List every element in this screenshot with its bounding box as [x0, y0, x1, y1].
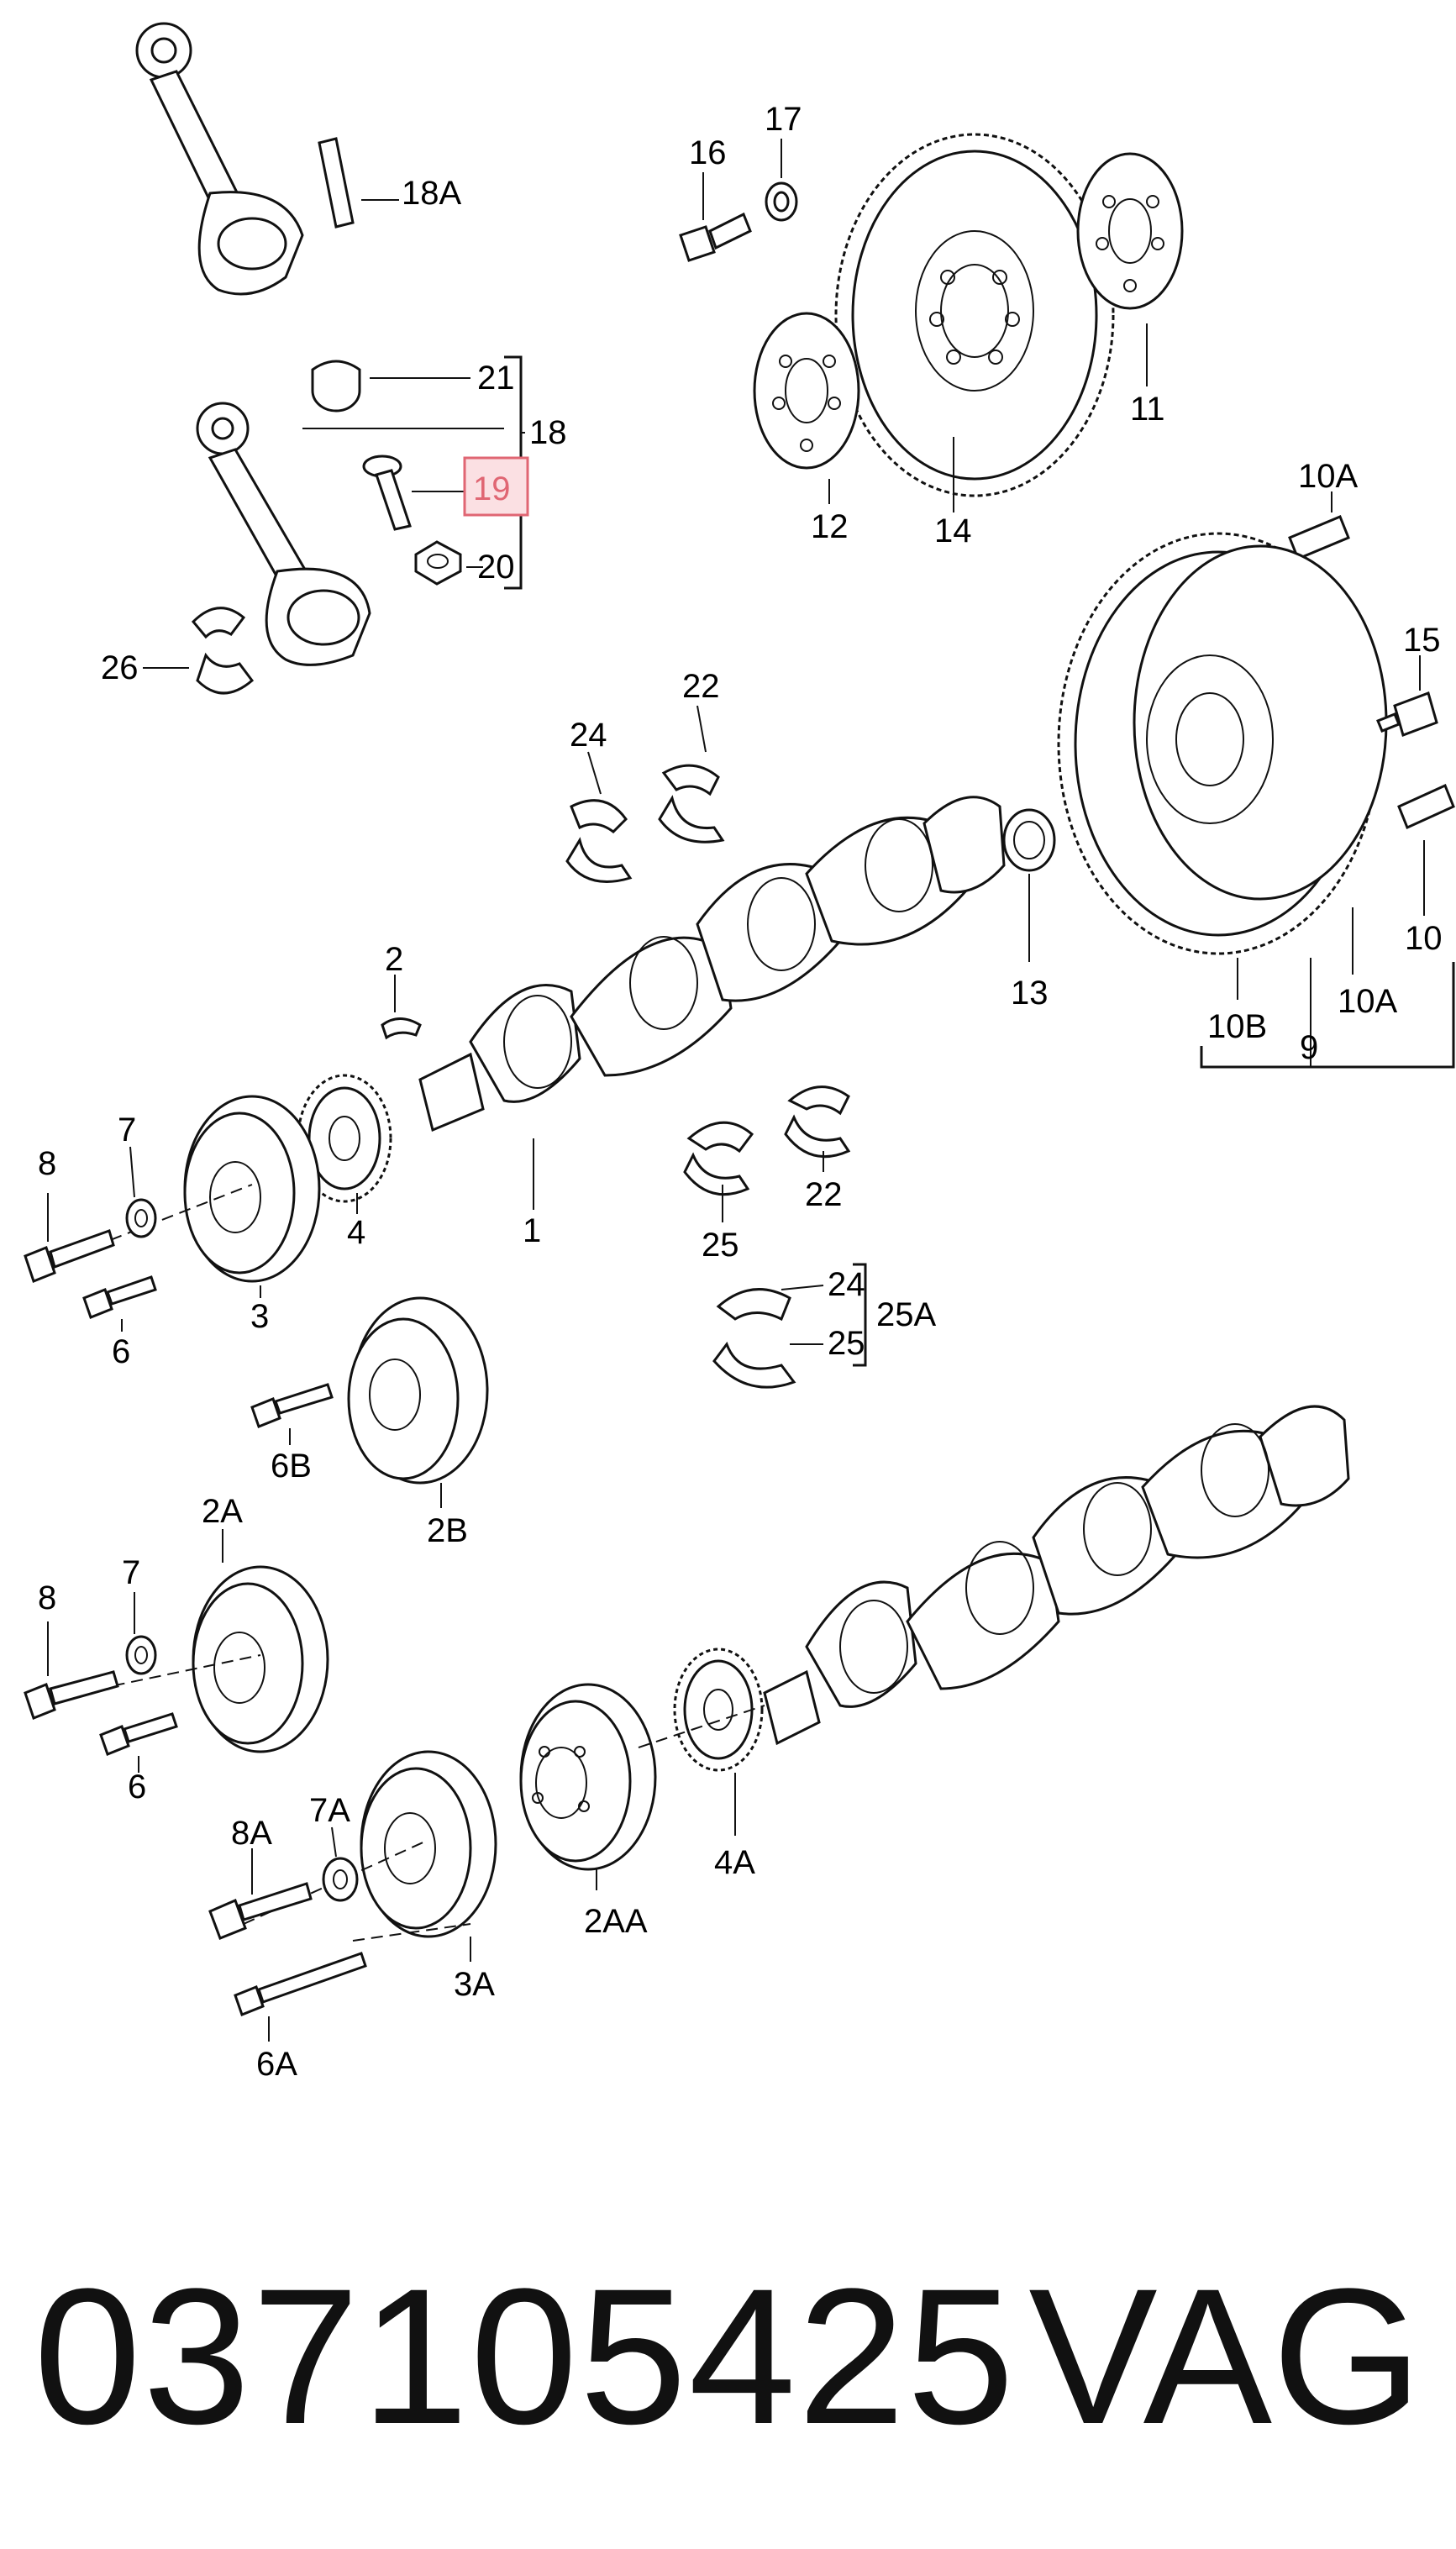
label-2: 2	[385, 941, 403, 978]
pulley-3-group	[24, 1095, 321, 1332]
label-6-bottom: 6	[128, 1769, 146, 1805]
label-7a: 7A	[309, 1792, 350, 1829]
label-7-bottom: 7	[122, 1554, 140, 1591]
label-17: 17	[765, 101, 802, 138]
pulley-2b-group	[250, 1296, 489, 1508]
sprocket-4a	[638, 1648, 765, 1836]
pulley-3a-group	[208, 1750, 497, 2042]
label-3a: 3A	[454, 1966, 495, 2003]
label-11: 11	[1130, 391, 1165, 428]
connecting-rod-top	[135, 22, 399, 296]
label-6-top: 6	[112, 1333, 130, 1370]
label-25-group: 25	[828, 1325, 865, 1362]
flywheel-group	[679, 133, 1184, 512]
drive-plate-group	[1002, 491, 1455, 1069]
label-1: 1	[523, 1212, 541, 1249]
label-10a-bottom: 10A	[1338, 983, 1397, 1020]
label-2b: 2B	[427, 1512, 468, 1549]
thrust-bearing-25a	[712, 1263, 867, 1389]
pulley-2a-group	[24, 1529, 329, 1773]
pulley-2aa	[519, 1683, 657, 1890]
label-3: 3	[250, 1298, 269, 1335]
label-7-top: 7	[118, 1112, 136, 1148]
bearing-shells-26	[143, 607, 255, 695]
crankshaft-lower	[763, 1405, 1350, 1746]
label-22-mid: 22	[805, 1176, 843, 1213]
exploded-parts-diagram: 18A 16 17 21 18 19 20 11 12 14 10A 26 22…	[24, 22, 1455, 2083]
label-8a: 8A	[231, 1815, 272, 1852]
label-21: 21	[477, 360, 515, 397]
crankshaft-main	[381, 796, 1006, 1210]
label-2a: 2A	[202, 1493, 243, 1530]
label-6b: 6B	[271, 1448, 312, 1485]
label-24-top: 24	[570, 717, 607, 754]
label-12: 12	[811, 508, 849, 545]
label-18: 18	[529, 414, 567, 451]
connecting-rod-assembly	[196, 355, 525, 666]
label-2aa: 2AA	[584, 1903, 648, 1940]
label-14: 14	[934, 512, 972, 549]
label-8-bottom: 8	[38, 1579, 56, 1616]
label-16: 16	[689, 134, 727, 171]
main-bearing-shells-mid	[683, 1085, 851, 1222]
label-9: 9	[1300, 1029, 1318, 1066]
label-24-group: 24	[828, 1266, 865, 1303]
label-6a: 6A	[256, 2046, 297, 2083]
label-26: 26	[101, 649, 139, 686]
part-number: 037105425	[34, 2248, 1017, 2464]
label-25-mid: 25	[702, 1227, 739, 1264]
label-20: 20	[477, 549, 515, 586]
label-4a: 4A	[714, 1844, 755, 1881]
main-bearing-shells-top	[565, 705, 725, 883]
footer: 037105425 VAG	[0, 2218, 1456, 2495]
label-10: 10	[1405, 920, 1443, 957]
label-10a-top: 10A	[1298, 458, 1358, 495]
label-4: 4	[347, 1214, 365, 1251]
label-13: 13	[1011, 975, 1049, 1012]
label-19: 19	[473, 470, 511, 507]
label-25a: 25A	[876, 1296, 936, 1333]
label-18a: 18A	[402, 175, 461, 212]
brand-name: VAG	[1028, 2248, 1422, 2464]
highlight-box	[463, 456, 529, 517]
label-8-top: 8	[38, 1145, 56, 1182]
label-22-top: 22	[682, 668, 720, 705]
sprocket-4	[297, 1074, 392, 1214]
label-15: 15	[1403, 622, 1441, 659]
label-10b: 10B	[1207, 1008, 1267, 1045]
